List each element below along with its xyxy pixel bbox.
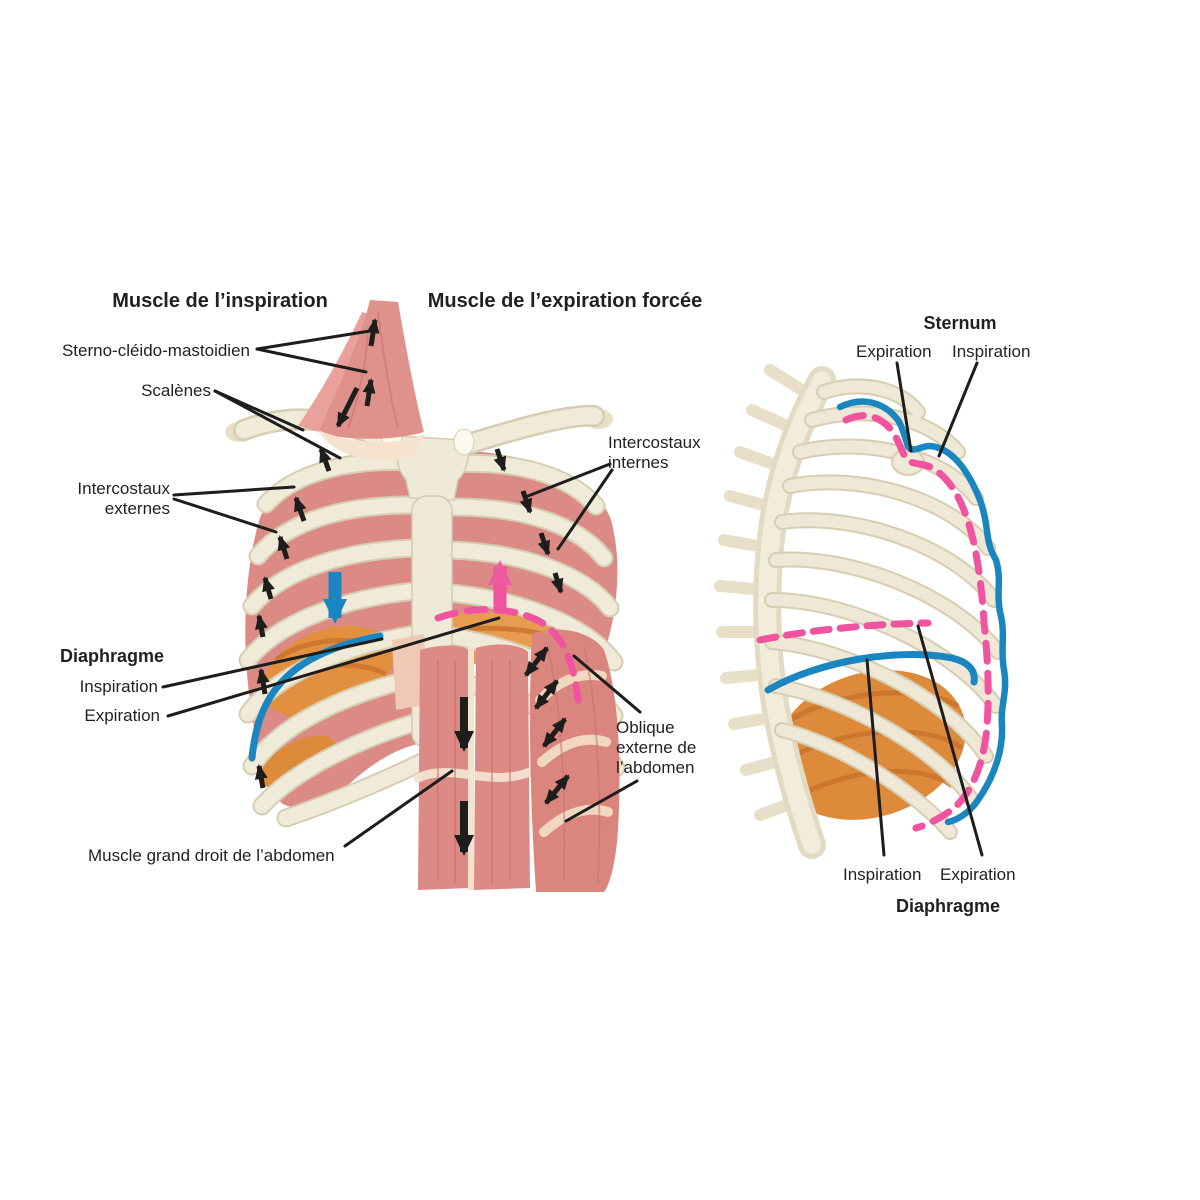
label-rectus-abdominis: Muscle grand droit de l’abdomen [88, 846, 335, 865]
rectus-abdominis-and-obliques [392, 629, 620, 892]
side-view-figure [714, 364, 1009, 859]
leader-intercostaux-internes-2 [556, 468, 614, 551]
leader-scm-1 [255, 329, 372, 351]
label-scalenes: Scalènes [141, 381, 211, 400]
leader-oblique-2 [564, 779, 639, 823]
leader-lines [161, 329, 984, 857]
label-inspiration-top: Inspiration [952, 342, 1031, 361]
leader-diaphragm-inspiration-bottom [865, 658, 886, 857]
title-forced-expiration-muscles: Muscle de l’expiration forcée [427, 290, 703, 312]
ribcage-expiration-dashed-outline [842, 412, 992, 832]
sternocleidomastoid-muscle [298, 300, 424, 461]
label-internal-intercostals: Intercostaux internes [608, 433, 701, 472]
diaphragm-expiration-dashed-line [434, 606, 582, 704]
leader-expiration-diaphragm [166, 616, 501, 718]
label-diaphragm: Diaphragme [60, 646, 165, 666]
leader-intercostaux-internes-1 [526, 462, 612, 498]
label-expiration-bottom: Expiration [940, 865, 1016, 884]
label-expiration-top: Expiration [856, 342, 932, 361]
leader-sternum-expiration [895, 361, 913, 453]
ribcage-inspiration-outline [836, 398, 1009, 826]
leader-sternum-inspiration [937, 361, 979, 458]
abdominal-organ-side [774, 670, 966, 820]
leader-scm-2 [255, 347, 368, 374]
leader-intercostaux-externes-1 [172, 485, 296, 497]
label-diaphragm-side: Diaphragme [895, 896, 1001, 916]
label-inspiration-bottom: Inspiration [843, 865, 922, 884]
side-diaphragm-inspiration-line [764, 651, 978, 694]
front-view-figure [225, 300, 619, 892]
muscle-action-arrows [254, 318, 570, 856]
label-inspiration: Inspiration [79, 677, 158, 696]
spine-column [753, 366, 836, 859]
leader-scalenes-2 [213, 389, 342, 460]
label-sternocleidomastoid: Sterno-cléido-mastoidien [61, 341, 250, 360]
label-external-oblique: Oblique externe de l’abdomen [616, 718, 697, 777]
label-external-intercostals: Intercostaux externes [77, 479, 170, 518]
label-expiration: Expiration [84, 706, 160, 725]
leader-inspiration-diaphragm [161, 637, 384, 689]
title-inspiration-muscles: Muscle de l’inspiration [112, 290, 328, 312]
side-diaphragm-expiration-dashed-line [756, 619, 932, 644]
leader-oblique-1 [572, 654, 642, 714]
leader-intercostaux-externes-2 [172, 497, 278, 534]
label-sternum: Sternum [923, 313, 997, 333]
leader-diaphragm-expiration-bottom [916, 624, 984, 857]
leader-grand-droit [343, 769, 454, 848]
